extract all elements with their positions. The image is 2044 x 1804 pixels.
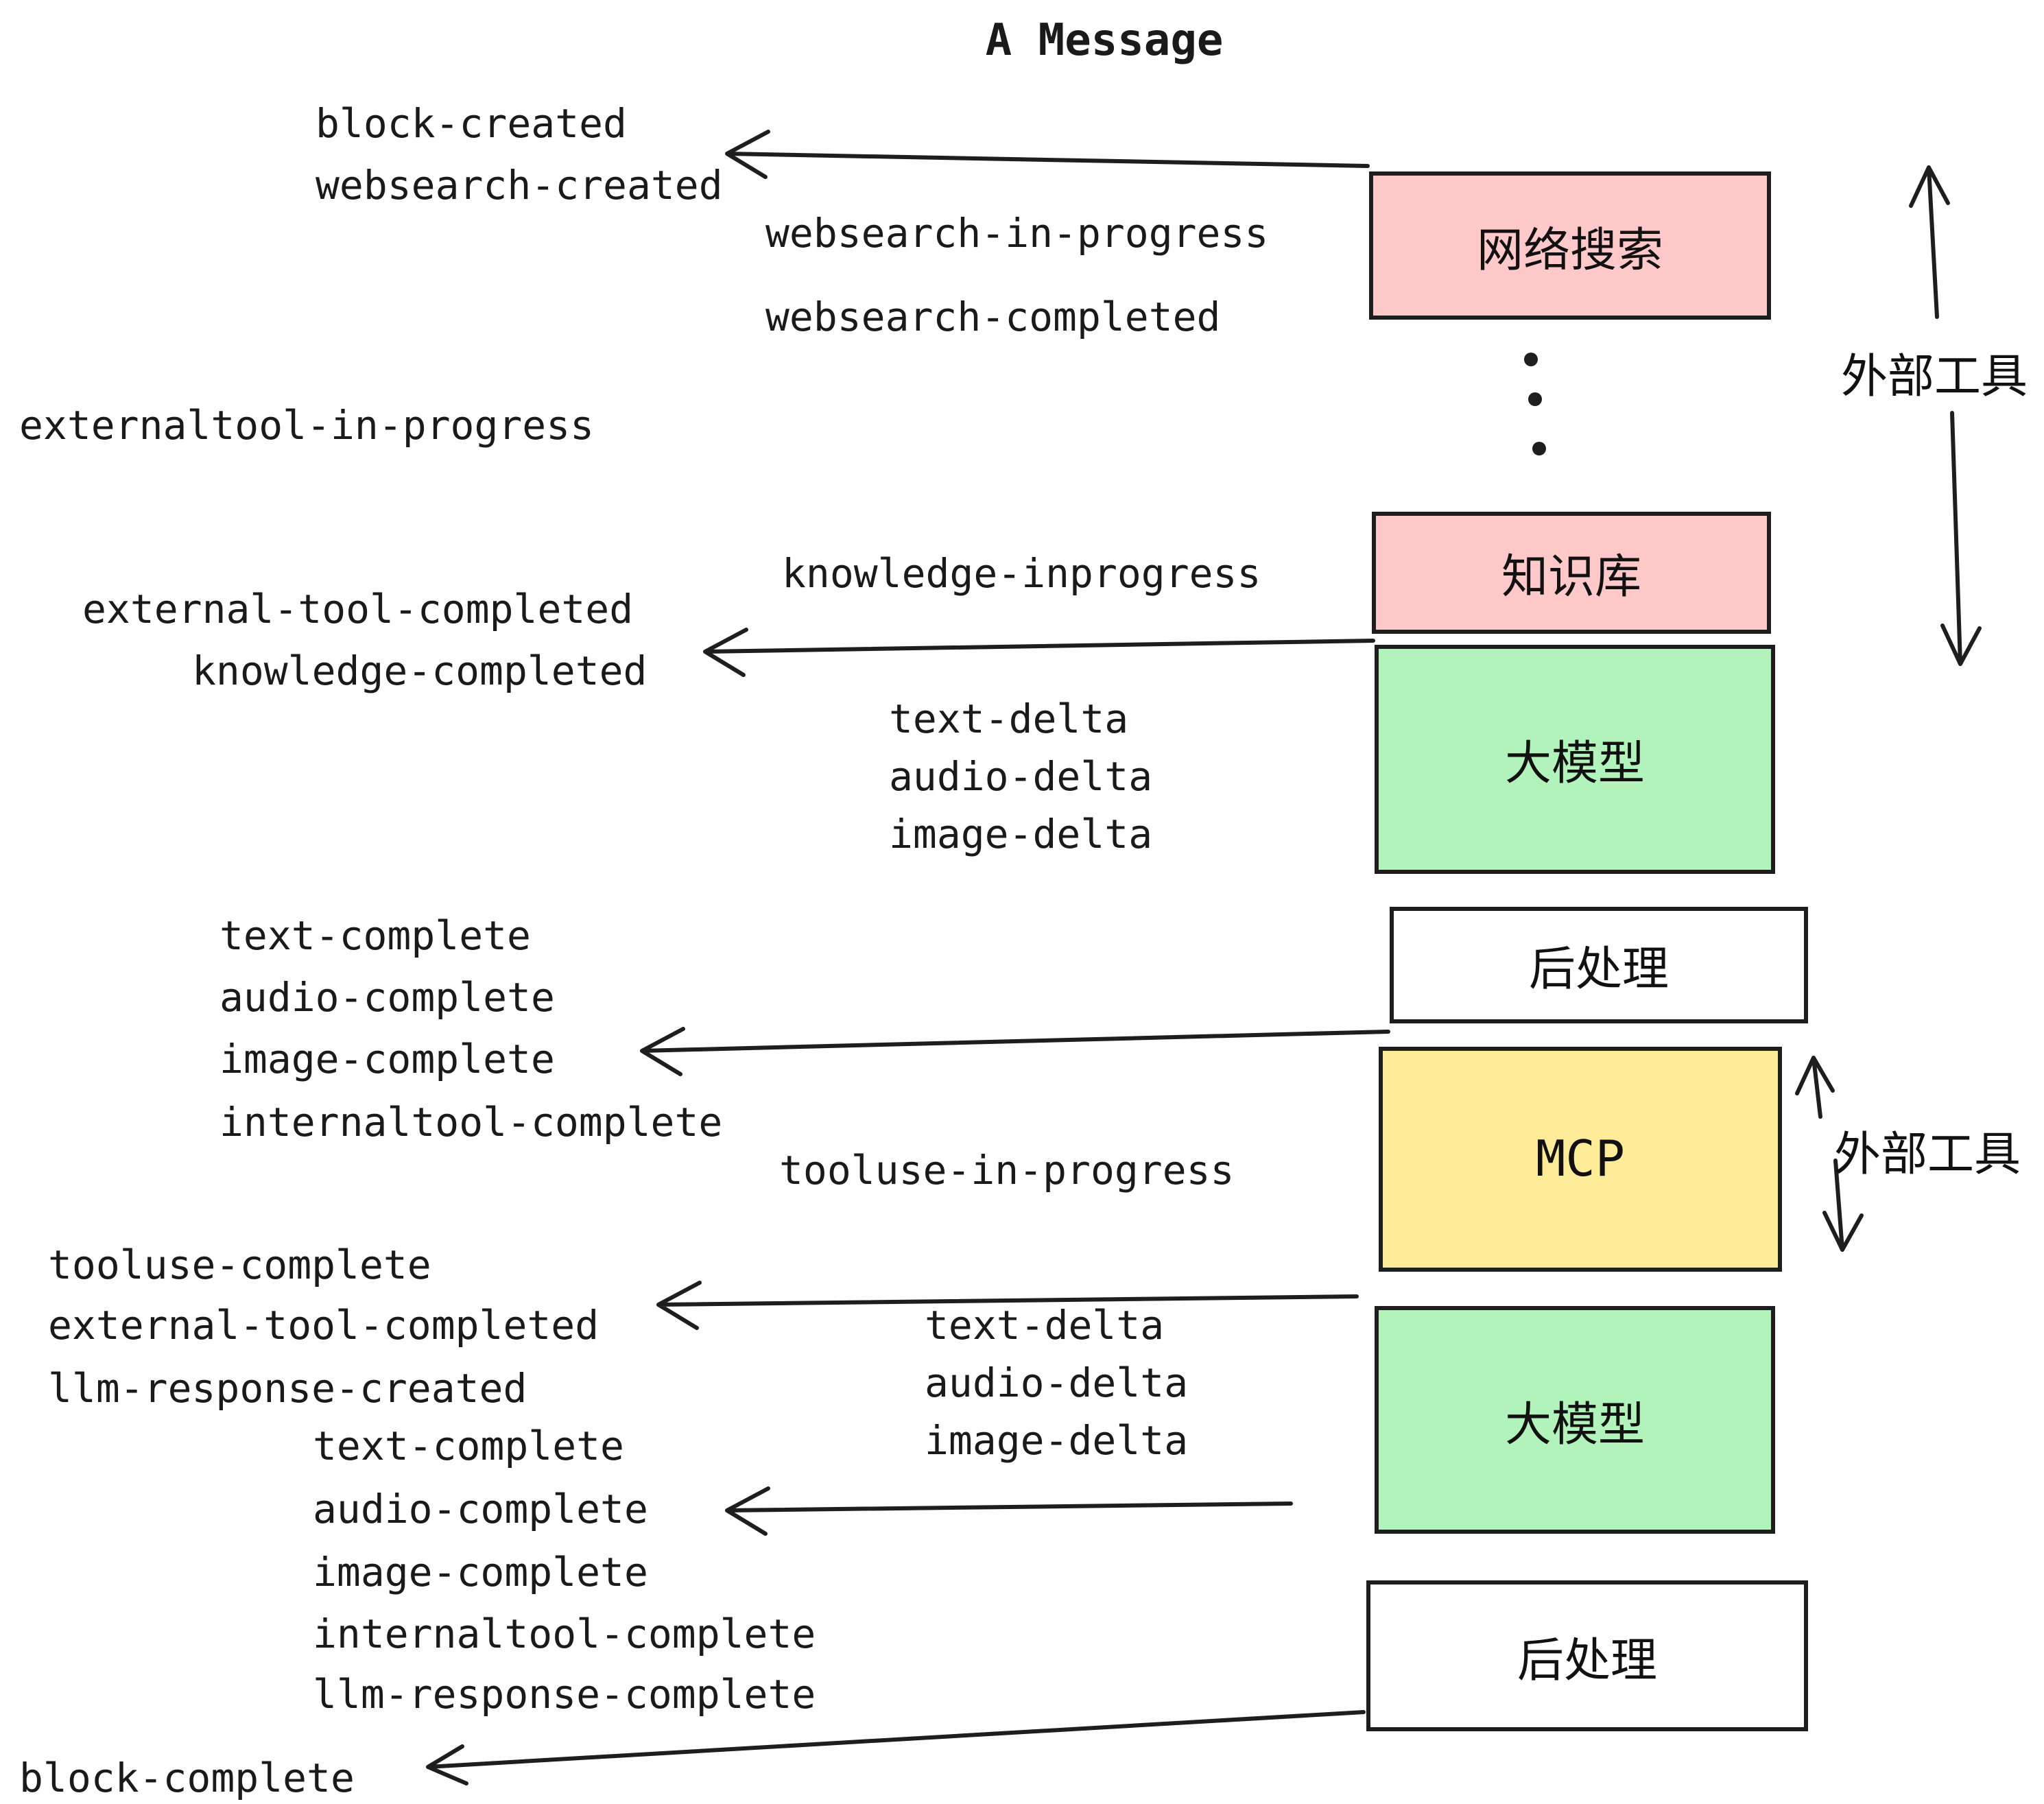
event-knowledge-completed: knowledge-completed — [192, 648, 647, 694]
event-text-delta-1: text-delta — [889, 696, 1129, 742]
ellipsis-dots — [1524, 353, 1546, 455]
mcp-box: MCP — [1379, 1047, 1782, 1272]
arrow-websearch-box-to-created-labels — [725, 130, 1370, 179]
arrow-llm-to-knowledge-completed — [703, 628, 1375, 677]
event-externaltool-in-progress: externaltool-in-progress — [19, 402, 595, 449]
event-image-delta-2: image-delta — [925, 1417, 1189, 1464]
event-text-complete-2: text-complete — [313, 1423, 624, 1469]
event-internaltool-complete-2: internaltool-complete — [313, 1611, 816, 1657]
external-tool-down-arrow-1 — [1940, 411, 1982, 666]
llm-box-1: 大模型 — [1375, 645, 1775, 874]
postprocess-box-2: 后处理 — [1366, 1580, 1808, 1731]
event-text-delta-2: text-delta — [925, 1302, 1165, 1349]
arrow-llm2-to-audio-complete — [725, 1486, 1293, 1536]
external-tools-label-1: 外部工具 — [1841, 350, 2028, 405]
event-websearch-created: websearch-created — [316, 162, 723, 209]
event-llm-response-created: llm-response-created — [48, 1365, 527, 1412]
event-text-complete-1: text-complete — [219, 912, 531, 959]
event-image-complete-1: image-complete — [219, 1036, 555, 1082]
event-websearch-in-progress: websearch-in-progress — [765, 210, 1269, 257]
event-block-complete: block-complete — [19, 1755, 355, 1801]
event-audio-delta-1: audio-delta — [889, 753, 1153, 800]
event-llm-response-complete: llm-response-complete — [313, 1671, 816, 1718]
arrow-post2-to-block-complete — [426, 1710, 1366, 1785]
external-tools-label-2: 外部工具 — [1834, 1128, 2021, 1183]
event-block-created: block-created — [316, 100, 627, 147]
external-tool-up-arrow-2 — [1795, 1056, 1835, 1119]
event-knowledge-inprogress: knowledge-inprogress — [782, 550, 1261, 597]
arrow-to-image-complete — [640, 1027, 1390, 1076]
external-tool-up-arrow-1 — [1909, 165, 1950, 319]
event-tooluse-complete: tooluse-complete — [48, 1242, 431, 1288]
event-image-delta-1: image-delta — [889, 811, 1153, 857]
event-audio-delta-2: audio-delta — [925, 1360, 1189, 1406]
event-audio-complete-2: audio-complete — [313, 1486, 648, 1532]
event-websearch-completed: websearch-completed — [765, 294, 1221, 340]
event-audio-complete-1: audio-complete — [219, 974, 555, 1021]
websearch-box: 网络搜索 — [1369, 171, 1771, 320]
diagram-title: A Message — [985, 14, 1224, 66]
event-image-complete-2: image-complete — [313, 1549, 648, 1595]
event-external-tool-completed-2: external-tool-completed — [48, 1302, 599, 1349]
event-external-tool-completed-1: external-tool-completed — [82, 586, 634, 632]
postprocess-box-1: 后处理 — [1390, 907, 1808, 1023]
llm-box-2: 大模型 — [1375, 1306, 1775, 1534]
event-internaltool-complete-1: internaltool-complete — [219, 1099, 723, 1146]
knowledge-box: 知识库 — [1372, 512, 1771, 634]
event-tooluse-in-progress: tooluse-in-progress — [779, 1147, 1235, 1194]
